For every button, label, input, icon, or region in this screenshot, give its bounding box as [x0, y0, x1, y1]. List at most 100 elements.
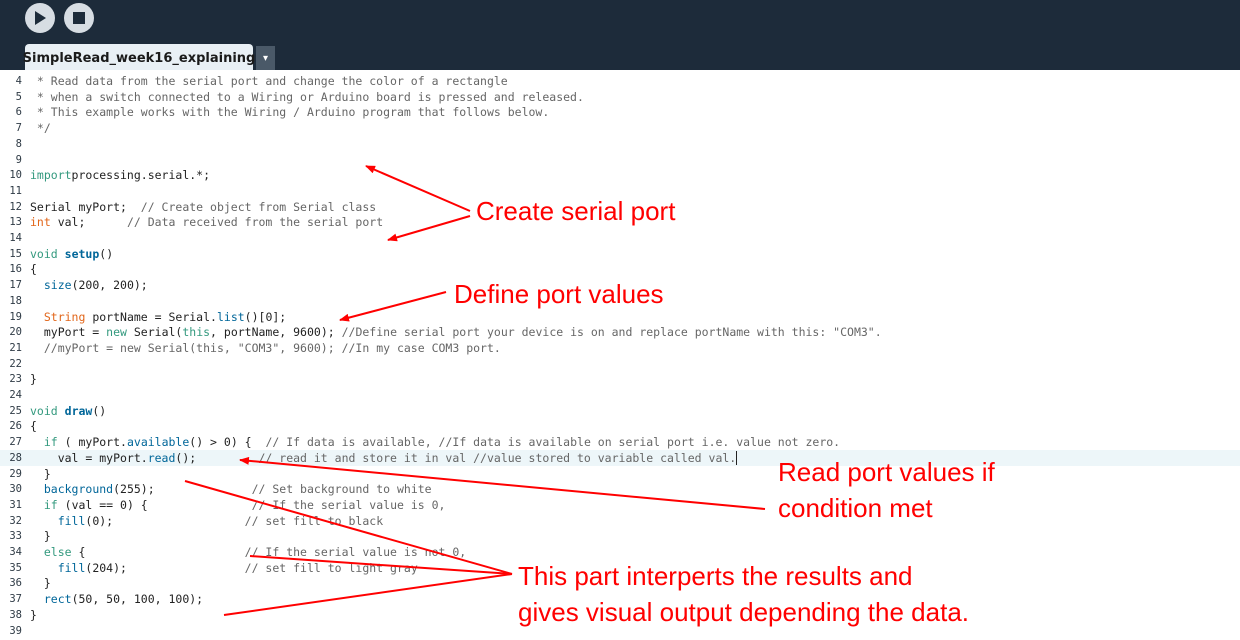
code-token [30, 278, 44, 292]
code-token: ( myPort. [57, 435, 127, 450]
text-cursor [736, 451, 738, 466]
code-line[interactable]: 38} [0, 607, 1240, 623]
code-text: fill(204); // set fill to light gray [30, 560, 418, 576]
code-token: if [43, 497, 58, 512]
code-token: // Set background to white [251, 482, 432, 497]
tab-menu-button[interactable]: ▾ [256, 46, 275, 70]
code-line[interactable]: 9 [0, 152, 1240, 168]
line-number: 22 [9, 357, 22, 370]
code-text: * when a switch connected to a Wiring or… [30, 89, 584, 105]
line-number: 26 [9, 420, 22, 433]
code-line[interactable]: 33 } [0, 528, 1240, 544]
code-token: () > 0) { [189, 435, 266, 450]
line-number: 37 [9, 593, 22, 606]
code-token: else [43, 545, 72, 559]
line-number: 12 [9, 200, 22, 213]
code-line[interactable]: 22 [0, 356, 1240, 372]
code-line[interactable]: 34 else { // If the serial value is not … [0, 544, 1240, 560]
line-number: 9 [15, 153, 22, 166]
code-text: rect(50, 50, 100, 100); [30, 591, 203, 607]
code-editor[interactable]: 4 * Read data from the serial port and c… [0, 70, 1240, 640]
code-line[interactable]: 19 String portName = Serial.list()[0]; [0, 309, 1240, 325]
stop-button[interactable] [64, 3, 94, 33]
code-line[interactable]: 6 * This example works with the Wiring /… [0, 104, 1240, 120]
play-icon [35, 11, 46, 25]
code-line[interactable]: 36 } [0, 575, 1240, 591]
code-token: myPort = [30, 325, 107, 340]
code-token [30, 482, 44, 496]
code-line[interactable]: 30 background(255); // Set background to… [0, 481, 1240, 497]
code-line[interactable]: 18 [0, 293, 1240, 309]
code-token: } [30, 576, 51, 591]
run-button[interactable] [25, 3, 55, 33]
code-token: //myPort = new Serial(this, "COM3", 9600… [43, 340, 501, 355]
code-token: // If the serial value is 0, [251, 497, 446, 512]
code-text: } [30, 607, 37, 623]
code-token: import [30, 168, 72, 183]
code-line[interactable]: 23} [0, 371, 1240, 387]
code-token: draw [64, 403, 93, 418]
code-line[interactable]: 8 [0, 136, 1240, 152]
line-number: 8 [15, 137, 22, 150]
line-number: 5 [15, 90, 22, 103]
code-text: * Read data from the serial port and cha… [30, 73, 508, 89]
tab-bar: SimpleRead_week16_explaining ▾ [0, 42, 1240, 72]
code-line[interactable]: 28 val = myPort.read(); // read it and s… [0, 449, 1240, 466]
line-number: 27 [9, 436, 22, 449]
code-text: */ [30, 120, 51, 136]
code-line[interactable]: 5 * when a switch connected to a Wiring … [0, 89, 1240, 105]
code-line[interactable]: 37 rect(50, 50, 100, 100); [0, 591, 1240, 607]
code-line[interactable]: 20 myPort = new Serial(this, portName, 9… [0, 324, 1240, 340]
code-token: String [43, 309, 86, 324]
code-token: processing.serial.*; [71, 168, 211, 183]
code-line[interactable]: 26{ [0, 418, 1240, 434]
tab-sketch[interactable]: SimpleRead_week16_explaining [23, 44, 255, 72]
code-token: { [30, 262, 37, 277]
code-token: val; [50, 215, 127, 230]
code-token: void [30, 403, 58, 418]
annotation-interpret-line1: This part interperts the results and [518, 561, 913, 591]
line-number: 33 [9, 530, 22, 543]
code-line[interactable]: 24 [0, 387, 1240, 403]
code-line[interactable]: 11 [0, 183, 1240, 199]
code-token: (val == 0) { [57, 497, 252, 512]
code-line[interactable]: 16{ [0, 261, 1240, 277]
line-number: 10 [9, 169, 22, 182]
code-token: () [99, 246, 114, 261]
code-line[interactable]: 29 } [0, 466, 1240, 482]
code-line[interactable]: 39 [0, 623, 1240, 639]
code-token: this [182, 325, 211, 340]
code-line[interactable]: 31 if (val == 0) { // If the serial valu… [0, 497, 1240, 513]
code-token: list [216, 309, 245, 324]
code-line[interactable]: 32 fill(0); // set fill to black [0, 513, 1240, 529]
code-line[interactable]: 7 */ [0, 120, 1240, 136]
code-token: * when a switch connected to a Wiring or… [30, 89, 584, 104]
code-token: * This example works with the Wiring / A… [30, 105, 550, 120]
code-token: } [30, 466, 51, 481]
code-text: * This example works with the Wiring / A… [30, 104, 549, 120]
line-number: 39 [9, 624, 22, 637]
code-token: // set fill to black [244, 513, 384, 528]
code-line[interactable]: 14 [0, 230, 1240, 246]
line-number: 24 [9, 389, 22, 401]
chevron-down-icon: ▾ [262, 52, 269, 64]
line-number: 20 [9, 326, 22, 339]
code-text: } [30, 528, 51, 544]
code-line[interactable]: 4 * Read data from the serial port and c… [0, 73, 1240, 89]
code-token: { [71, 545, 245, 559]
code-token: (255); [113, 482, 252, 497]
code-token [30, 498, 44, 512]
code-token: available [126, 435, 190, 450]
code-line[interactable]: 21 //myPort = new Serial(this, "COM3", 9… [0, 340, 1240, 356]
code-token: Serial( [126, 325, 183, 340]
code-line[interactable]: 10 importprocessing.serial.*; [0, 167, 1240, 183]
code-line[interactable]: 17 size(200, 200); [0, 277, 1240, 293]
code-token: (); [175, 450, 259, 465]
code-text: { [30, 261, 37, 277]
code-text: importprocessing.serial.*; [30, 167, 210, 183]
code-line[interactable]: 27 if ( myPort.available() > 0) { // If … [0, 434, 1240, 450]
